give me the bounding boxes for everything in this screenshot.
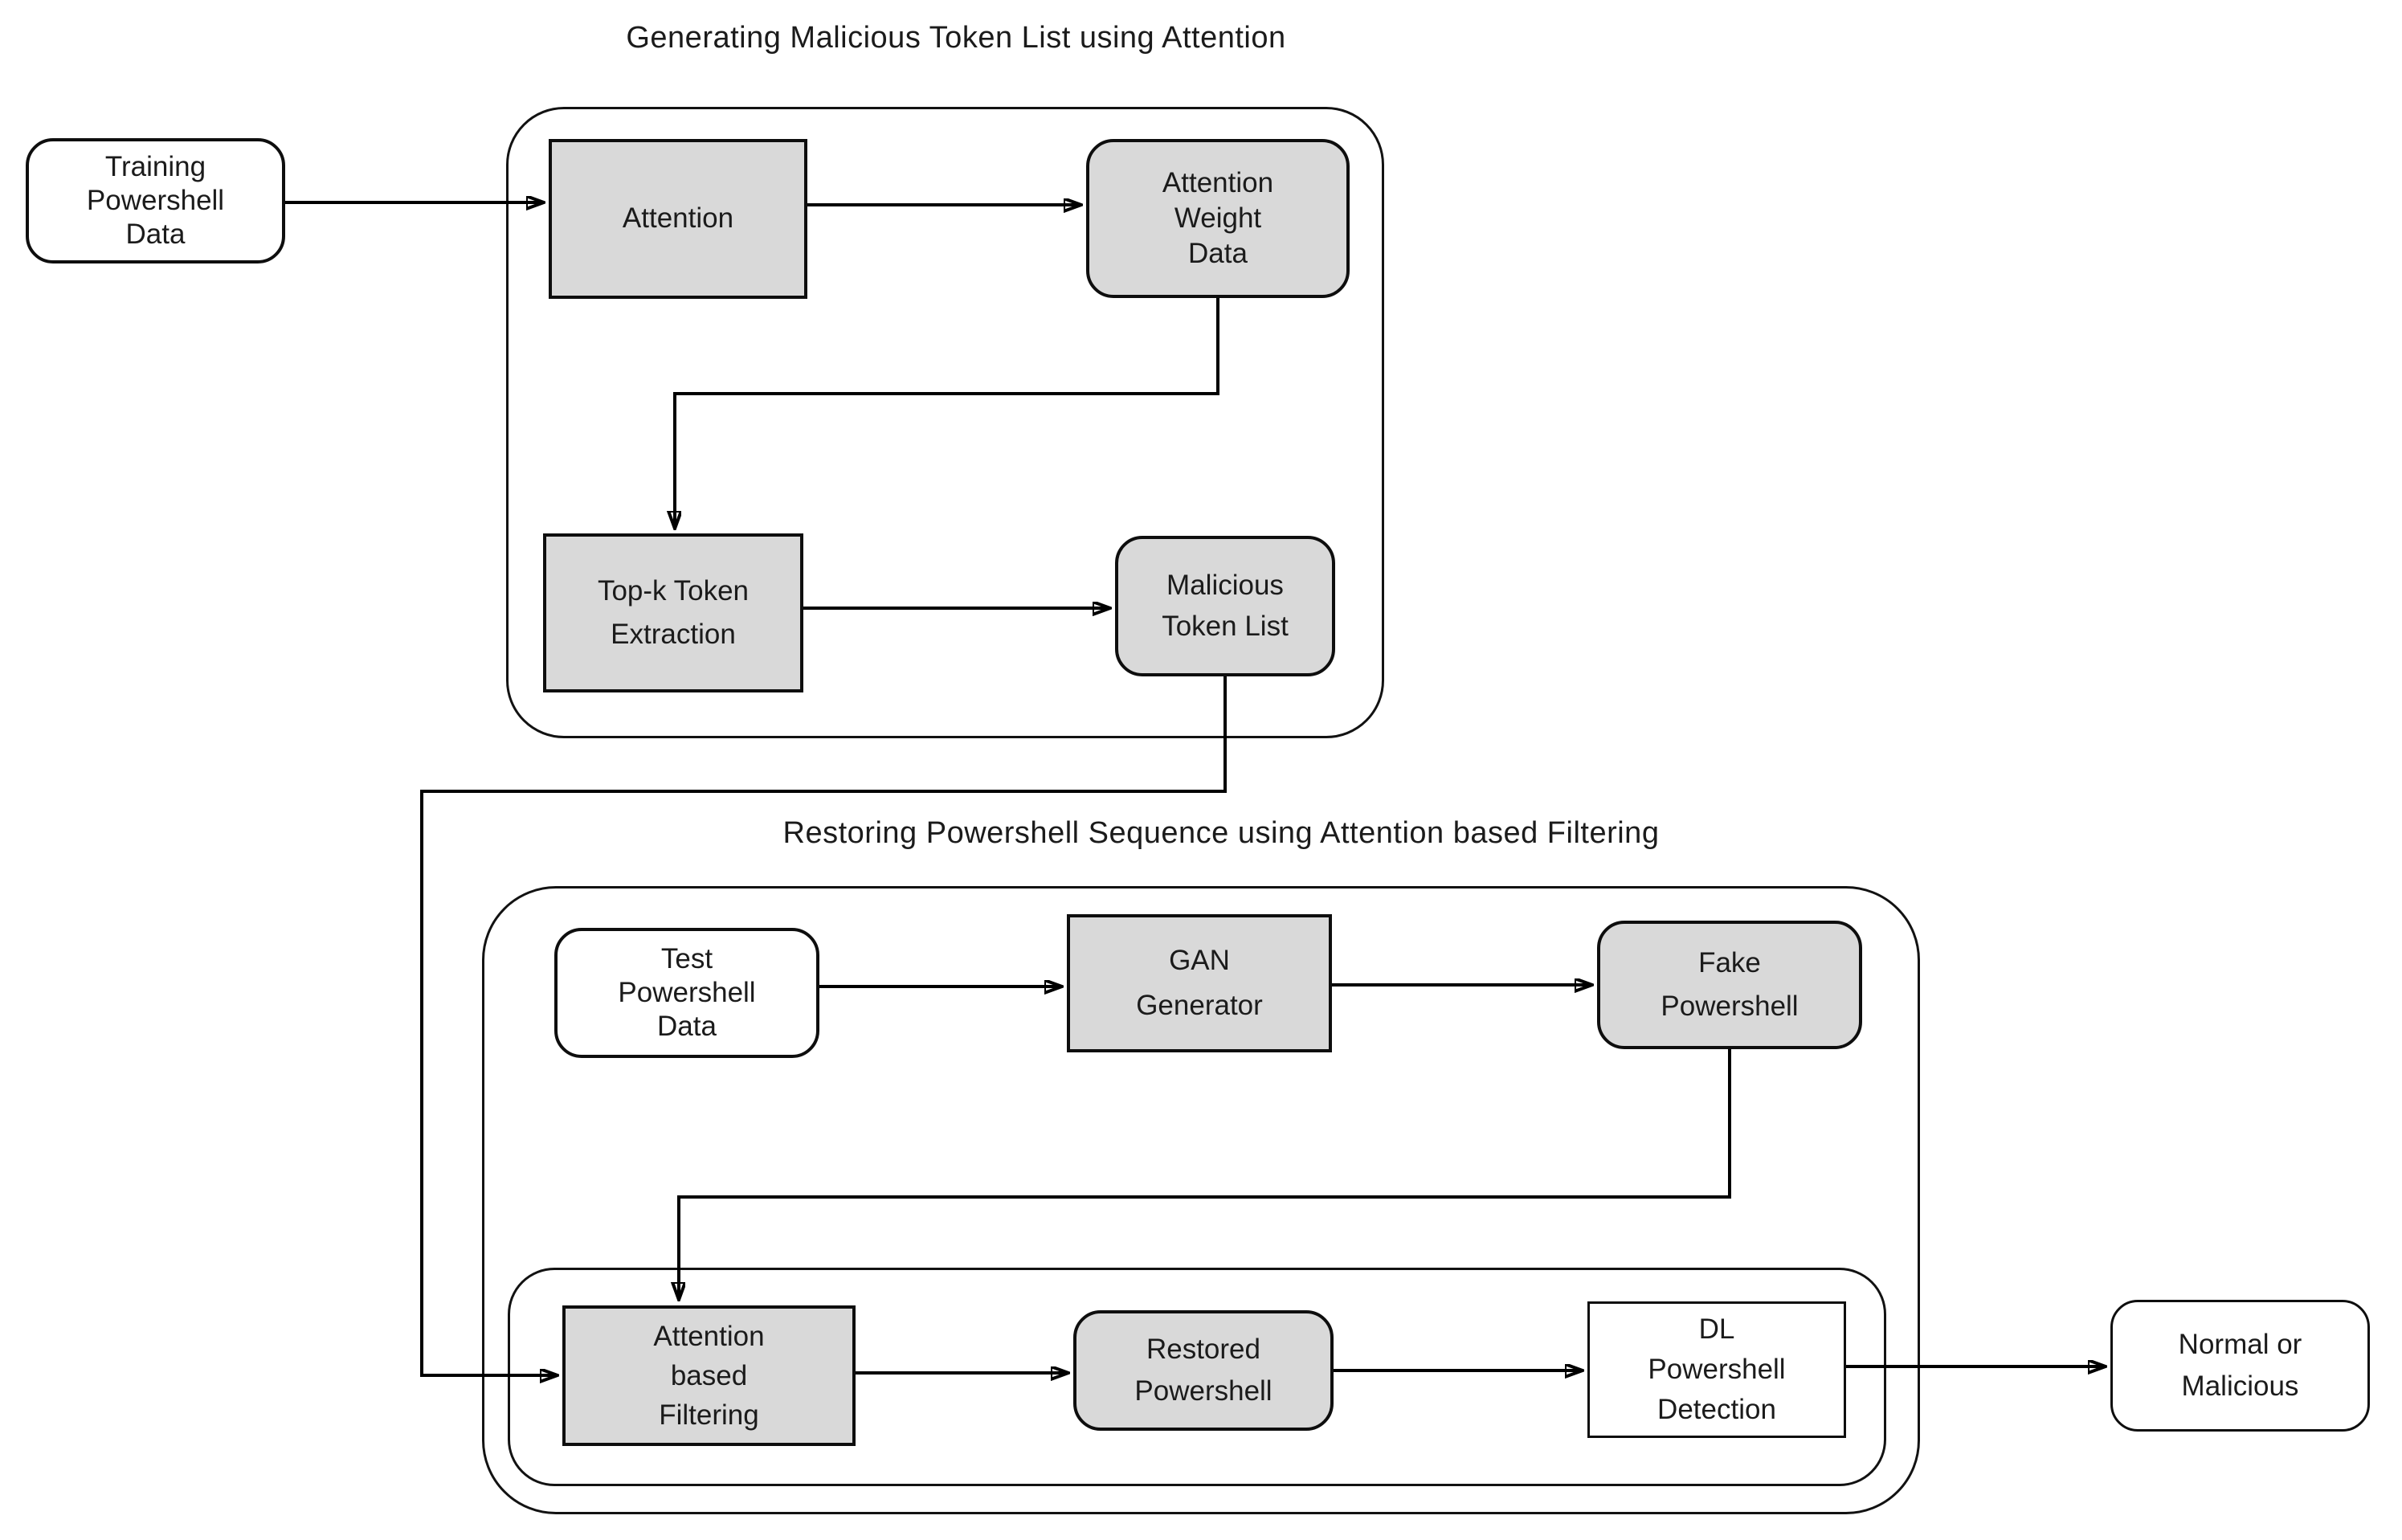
section2-title: Restoring Powershell Sequence using Atte… bbox=[782, 816, 1660, 850]
node-attention: Attention bbox=[549, 139, 807, 299]
node-test-powershell-data: Test Powershell Data bbox=[554, 928, 819, 1058]
section1-title: Generating Malicious Token List using At… bbox=[626, 21, 1286, 55]
node-training-powershell-data: Training Powershell Data bbox=[26, 138, 285, 263]
node-dl-powershell-detection: DL Powershell Detection bbox=[1587, 1301, 1846, 1438]
node-normal-or-malicious: Normal or Malicious bbox=[2110, 1300, 2370, 1432]
node-malicious-token-list: Malicious Token List bbox=[1115, 536, 1335, 676]
node-topk-token-extraction: Top-k Token Extraction bbox=[543, 533, 803, 692]
node-attention-weight-data: Attention Weight Data bbox=[1086, 139, 1350, 298]
node-restored-powershell: Restored Powershell bbox=[1073, 1310, 1334, 1431]
node-attention-based-filtering: Attention based Filtering bbox=[562, 1305, 856, 1446]
node-fake-powershell: Fake Powershell bbox=[1597, 921, 1862, 1049]
node-gan-generator: GAN Generator bbox=[1067, 914, 1332, 1052]
